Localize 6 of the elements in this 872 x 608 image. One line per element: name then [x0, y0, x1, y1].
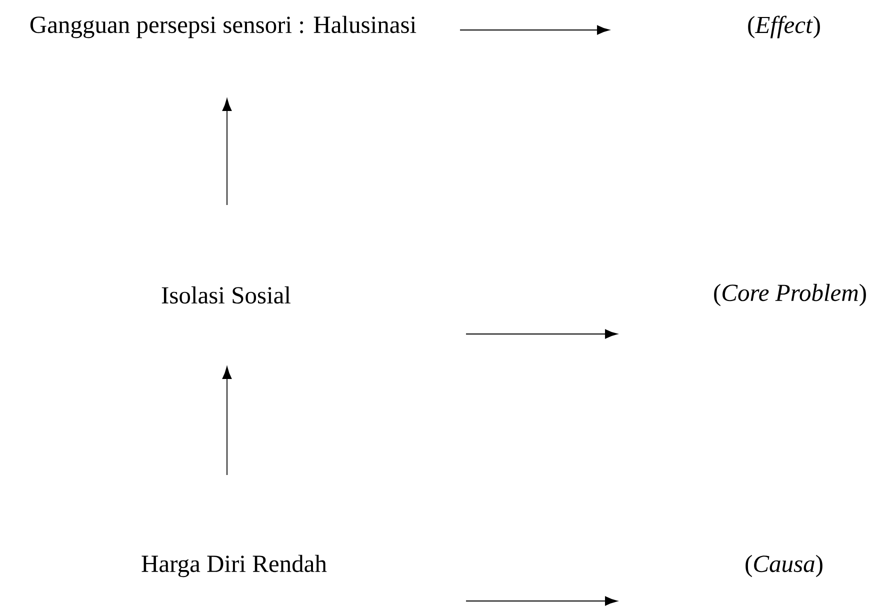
- node-label: Isolasi Sosial: [162, 286, 291, 304]
- node-label: (Causa): [746, 554, 822, 578]
- node-label: (Core Problem): [714, 284, 866, 306]
- node-label: Harga Diri Rendah: [142, 554, 327, 578]
- node-label: (Effect): [748, 16, 820, 38]
- node-label: Gangguan persepsi sensori : Halusinasi: [30, 16, 416, 38]
